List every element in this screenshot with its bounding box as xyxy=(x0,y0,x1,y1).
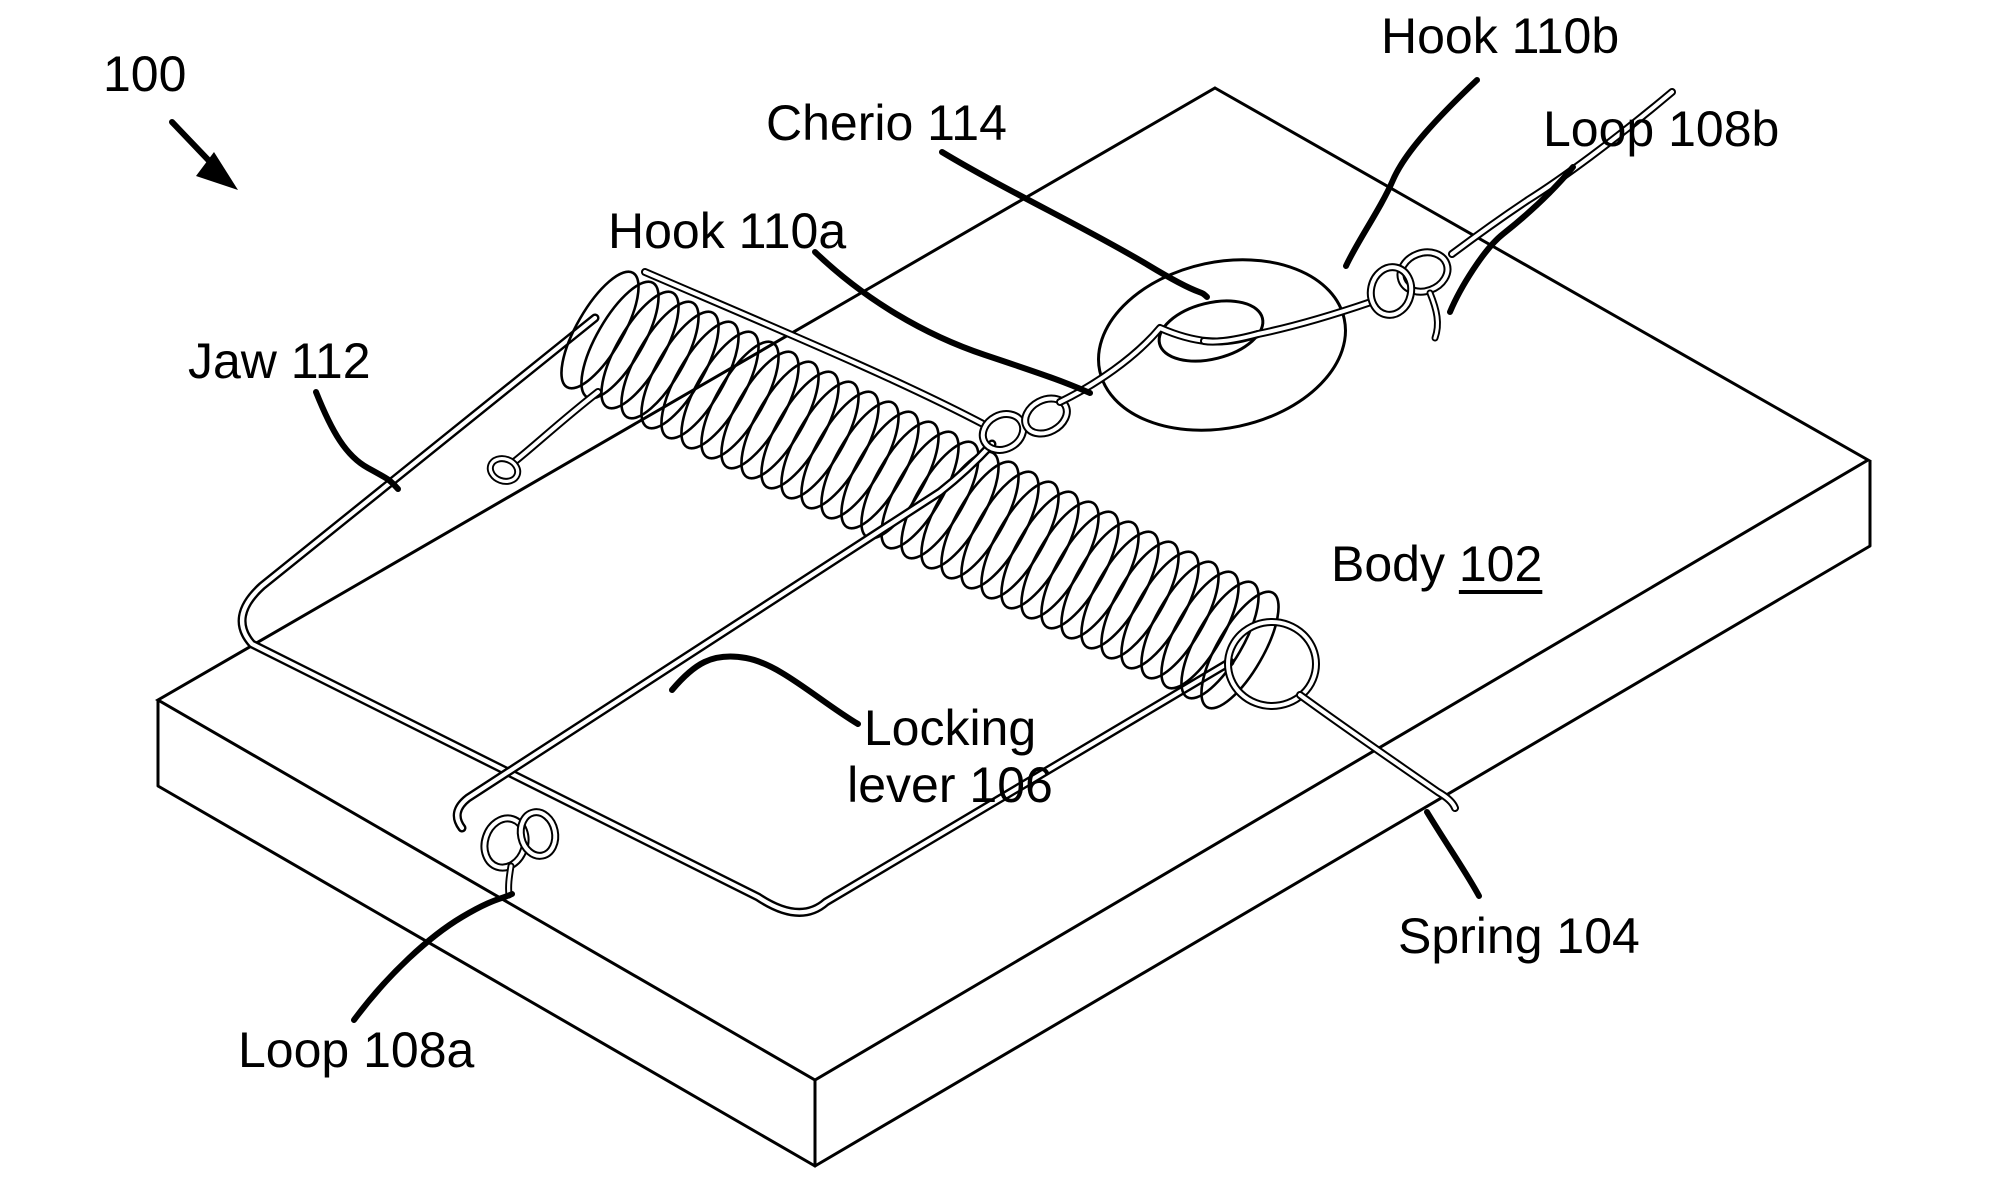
label-ref-100: 100 xyxy=(103,46,187,102)
leader-lines xyxy=(313,77,1576,1023)
leader-locking-lever xyxy=(669,653,861,727)
leader-jaw-112 xyxy=(313,389,401,492)
leader-spring-104 xyxy=(1424,809,1482,899)
label-locking-lever-line1: Locking xyxy=(863,700,1037,756)
leader-hook-110a xyxy=(812,249,1093,396)
label-loop-108a: Loop 108a xyxy=(238,1022,475,1078)
label-spring-104: Spring 104 xyxy=(1398,908,1640,964)
label-hook-110a: Hook 110a xyxy=(608,203,847,259)
body-outline xyxy=(155,86,1872,1168)
label-loop-108b: Loop 108b xyxy=(1543,101,1780,157)
label-body-number: 102 xyxy=(1458,536,1543,592)
label-locking-lever-line2: lever 106 xyxy=(847,757,1053,813)
label-locking-lever-106: Locking lever 106 xyxy=(822,700,1078,814)
label-body-word: Body xyxy=(1331,536,1445,592)
leader-cherio-114 xyxy=(939,149,1210,300)
label-body-102: Body 102 xyxy=(1331,538,1542,590)
label-jaw-112: Jaw 112 xyxy=(188,333,371,389)
label-hook-110b: Hook 110b xyxy=(1381,8,1620,64)
spring-coil xyxy=(560,270,1280,710)
leader-loop-108b xyxy=(1447,164,1576,315)
leader-hook-110b xyxy=(1343,77,1480,269)
leader-loop-108a xyxy=(351,891,515,1023)
label-cherio-114: Cherio 114 xyxy=(766,95,1007,151)
ref-100-arrow xyxy=(169,119,238,190)
